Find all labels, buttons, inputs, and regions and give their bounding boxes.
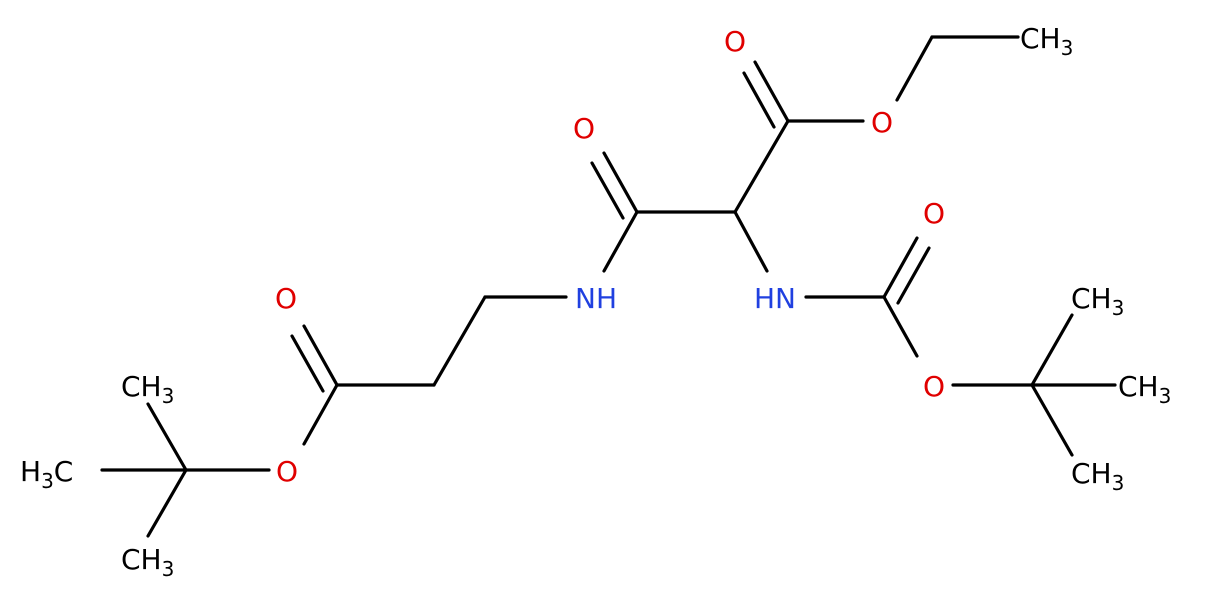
bond-ch2-o (895, 35, 934, 102)
atom-ch3-boc-right-main: CH (1118, 370, 1159, 403)
bond-camide-o-double-b (590, 161, 625, 220)
atom-ch3-left-top-sub: 3 (162, 384, 175, 408)
atom-h3c-left-h: H (20, 455, 41, 488)
bond-cleft-o-double-b (290, 334, 325, 393)
atom-h3c-left-sub: 3 (41, 469, 54, 493)
atom-o-amide: O (573, 112, 595, 145)
bond-lines (100, 35, 1117, 538)
atom-o-boc-carbonyl: O (923, 197, 945, 230)
atom-ch3-boc-bottom: CH3 (1071, 457, 1124, 495)
atom-o-left-carbonyl: O (275, 282, 297, 315)
bond-cquatl-ch3-bottom (146, 468, 188, 538)
bond-cquatl-ch3-top (146, 402, 188, 472)
bond-camide-o-double-a (602, 151, 639, 214)
atom-ch3-boc-bottom-sub: 3 (1112, 471, 1125, 495)
bond-cester-o-double-a (753, 60, 790, 123)
atom-ch3-boc-top: CH3 (1071, 282, 1124, 320)
bond-cleft-o-double-a (302, 324, 339, 387)
atom-ch3-left-top-main: CH (121, 370, 162, 403)
atom-ch3-ethyl: CH3 (1020, 22, 1073, 60)
bond-cester-o-double-b (742, 71, 776, 129)
bond-calpha-hn (733, 210, 769, 273)
atom-ch3-boc-right-sub: 3 (1159, 384, 1172, 408)
atom-o-ester-carbonyl: O (724, 25, 746, 58)
bond-cquat-ch3-top (1030, 313, 1074, 387)
atom-ch3-ethyl-sub: 3 (1061, 36, 1074, 60)
atom-labels: O CH3 O O O NH HN O O CH3 CH3 CH3 CH3 H3… (20, 22, 1171, 581)
atom-o-boc-ether: O (923, 370, 945, 403)
atom-ch3-left-bottom: CH3 (121, 543, 174, 581)
bond-ch2a-ch2b (432, 295, 487, 387)
atom-ch3-boc-bottom-main: CH (1071, 457, 1112, 490)
atom-ch3-left-top: CH3 (121, 370, 174, 408)
atom-ch3-left-bottom-main: CH (121, 543, 162, 576)
atom-ch3-boc-top-main: CH (1071, 282, 1112, 315)
bond-cleft-o (302, 383, 339, 446)
bond-cboc-o-double-a (882, 236, 919, 299)
bond-cquat-ch3-bottom (1030, 383, 1074, 457)
bond-camide-nh (602, 210, 639, 273)
atom-o-ethyl-ether: O (871, 106, 893, 139)
atom-hn-boc: HN (754, 282, 796, 315)
atom-h3c-left-c: C (54, 455, 74, 488)
atom-ch3-boc-top-sub: 3 (1112, 296, 1125, 320)
atom-o-left-ether: O (276, 455, 298, 488)
atom-ch3-left-bottom-sub: 3 (162, 557, 175, 581)
bond-cboc-o-double-b (896, 246, 931, 305)
bond-cboc-o (882, 295, 919, 358)
atom-ch3-boc-right: CH3 (1118, 370, 1171, 408)
atom-ch3-ethyl-main: CH (1020, 22, 1061, 55)
atom-h3c-left: H3C (20, 455, 73, 493)
bond-cester-calpha (733, 119, 790, 214)
atom-nh-amide: NH (575, 282, 617, 315)
